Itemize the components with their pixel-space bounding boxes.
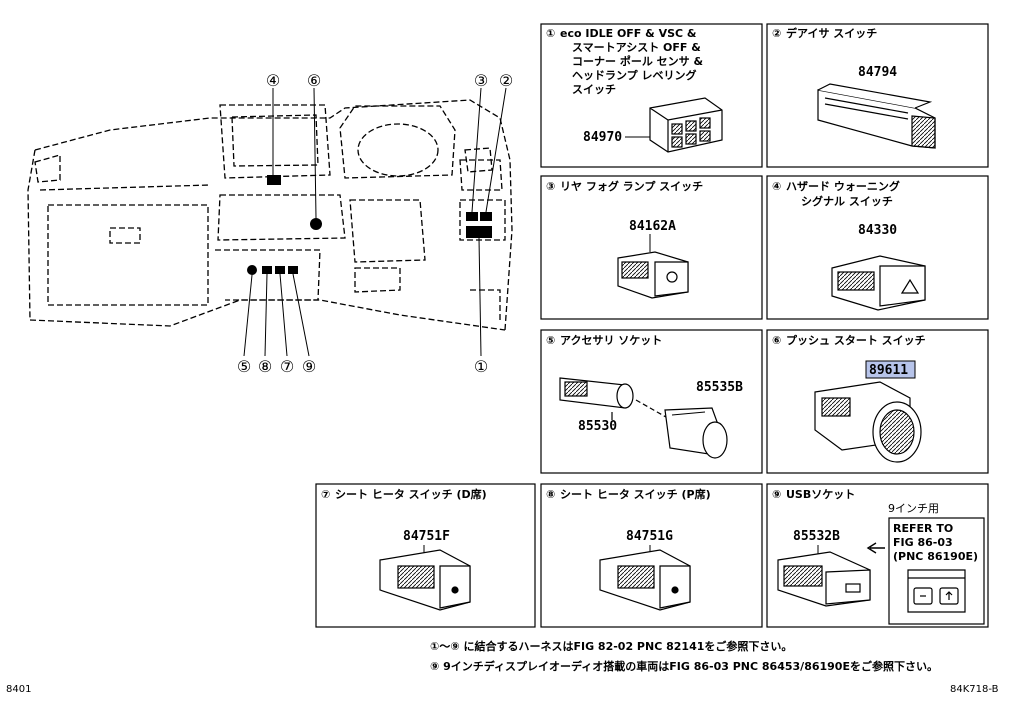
- harness-note: ①～⑨ に結合するハーネスはFIG 82-02 PNC 82141をご参照下さい…: [430, 640, 793, 653]
- figure-code: 84K718-B: [950, 684, 999, 695]
- callout-3: ③: [474, 71, 488, 90]
- part-number-84330: 84330: [858, 223, 897, 238]
- panel-2-number: ②: [772, 27, 781, 40]
- panel-deicer-switch: ② デアイサ スイッチ 84794: [772, 26, 936, 149]
- deicer-switch-drawing: [817, 83, 936, 149]
- panel-8-number: ⑧: [546, 488, 555, 501]
- eco-switch-cluster-mark: [466, 226, 492, 238]
- panel-1-title-line-4: ヘッドランプ レベリング: [572, 68, 697, 82]
- panel-4-title-line-2: シグナル スイッチ: [801, 194, 893, 208]
- panel-2-title: デアイサ スイッチ: [786, 26, 877, 40]
- usb-socket-drawing: [777, 551, 871, 607]
- part-number-85532B: 85532B: [793, 529, 840, 544]
- panel-push-start-switch: ⑥ プッシュ スタート スイッチ 89611: [772, 333, 926, 463]
- panel-usb-socket: ⑨ USBソケット 85532B 9インチ用 REFER TO FIG 86-0…: [772, 488, 985, 625]
- hazard-switch-drawing: [831, 255, 926, 311]
- panel-1-title-line-5: スイッチ: [572, 83, 616, 96]
- seat-heater-p-drawing: [599, 549, 691, 611]
- part-number-84751G: 84751G: [626, 529, 673, 544]
- panel-5-title: アクセサリ ソケット: [560, 334, 662, 347]
- panel-seat-heater-d: ⑦ シート ヒータ スイッチ (D席) 84751F: [321, 487, 487, 611]
- panel-9-number: ⑨: [772, 488, 781, 501]
- dashboard-switches: [247, 175, 492, 275]
- callout-9: ⑨: [302, 357, 316, 376]
- panel-frames: [315, 23, 989, 628]
- panel-5-number: ⑤: [546, 334, 555, 347]
- refer-line-1: REFER TO: [893, 522, 953, 535]
- callout-6: ⑥: [307, 71, 321, 90]
- push-start-switch-drawing: [814, 381, 922, 463]
- panel-1-number: ①: [546, 27, 555, 40]
- accessory-socket-drawing: [559, 377, 728, 459]
- panel-1-title-line-3: コーナー ポール センサ &: [572, 54, 703, 68]
- refer-inset-box: [888, 517, 985, 625]
- callout-4: ④: [266, 71, 280, 90]
- accessory-socket-mark: [247, 265, 257, 275]
- display-audio-note: ⑨ 9インチディスプレイオーディオ搭載の車両はFIG 86-03 PNC 864…: [430, 660, 938, 673]
- refer-arrow: [866, 542, 885, 554]
- callout-labels: ④ ⑥ ③ ② ① ⑤ ⑧ ⑦ ⑨: [237, 71, 513, 376]
- panel-6-number: ⑥: [772, 334, 781, 347]
- start-switch-mark: [310, 218, 322, 230]
- panel-8-title: シート ヒータ スイッチ (P席): [560, 487, 711, 501]
- callout-2: ②: [499, 71, 513, 90]
- rear-fog-switch-mark: [466, 212, 478, 221]
- panel-1-title-line-1: eco IDLE OFF & VSC &: [560, 27, 697, 40]
- part-number-85535B: 85535B: [696, 380, 743, 395]
- usb-9inch-drawing: [907, 569, 966, 613]
- panel-3-title: リヤ フォグ ランプ スイッチ: [560, 179, 703, 193]
- refer-line-2: FIG 86-03: [893, 536, 953, 549]
- rear-fog-switch-drawing: [617, 251, 689, 299]
- panel-7-number: ⑦: [321, 488, 330, 501]
- callout-8: ⑧: [258, 357, 272, 376]
- panel-3-number: ③: [546, 180, 555, 193]
- panel-4-title-line-1: ハザード ウォーニング: [786, 179, 900, 193]
- part-number-84162A: 84162A: [629, 219, 676, 234]
- page-code: 8401: [6, 684, 32, 695]
- panel-7-title: シート ヒータ スイッチ (D席): [335, 487, 487, 501]
- part-number-84794: 84794: [858, 65, 897, 80]
- part-number-85530: 85530: [578, 419, 617, 434]
- seat-heater-d-mark: [275, 266, 285, 274]
- part-number-highlight: [865, 360, 916, 379]
- panel-4-number: ④: [772, 180, 781, 193]
- seat-heater-p-mark: [262, 266, 272, 274]
- panel-seat-heater-p: ⑧ シート ヒータ スイッチ (P席) 84751G: [546, 487, 711, 611]
- dashboard-illustration: [27, 99, 513, 331]
- part-number-84970: 84970: [583, 130, 622, 145]
- seat-heater-d-drawing: [379, 549, 471, 611]
- panel-rear-fog-switch: ③ リヤ フォグ ランプ スイッチ 84162A: [546, 179, 703, 299]
- eco-switch-drawing: [649, 97, 723, 153]
- nine-inch-label: 9インチ用: [888, 502, 939, 515]
- callout-7: ⑦: [280, 357, 294, 376]
- part-number-89611[interactable]: 89611: [869, 363, 908, 378]
- callout-5: ⑤: [237, 357, 251, 376]
- panel-9-title: USBソケット: [786, 488, 855, 501]
- hazard-switch-mark: [267, 175, 281, 185]
- panel-6-title: プッシュ スタート スイッチ: [786, 333, 926, 347]
- part-number-84751F: 84751F: [403, 529, 450, 544]
- panel-eco-idle-switch: ① eco IDLE OFF & VSC & スマートアシスト OFF & コー…: [546, 27, 723, 153]
- panel-hazard-switch: ④ ハザード ウォーニング シグナル スイッチ 84330: [772, 179, 926, 311]
- callout-1: ①: [474, 357, 488, 376]
- usb-socket-mark: [288, 266, 298, 274]
- panel-1-title-line-2: スマートアシスト OFF &: [572, 41, 701, 54]
- leader-lines: [243, 87, 507, 357]
- panel-accessory-socket: ⑤ アクセサリ ソケット 85535B 85530: [546, 334, 743, 459]
- refer-line-3: (PNC 86190E): [893, 550, 978, 563]
- deicer-switch-mark: [480, 212, 492, 221]
